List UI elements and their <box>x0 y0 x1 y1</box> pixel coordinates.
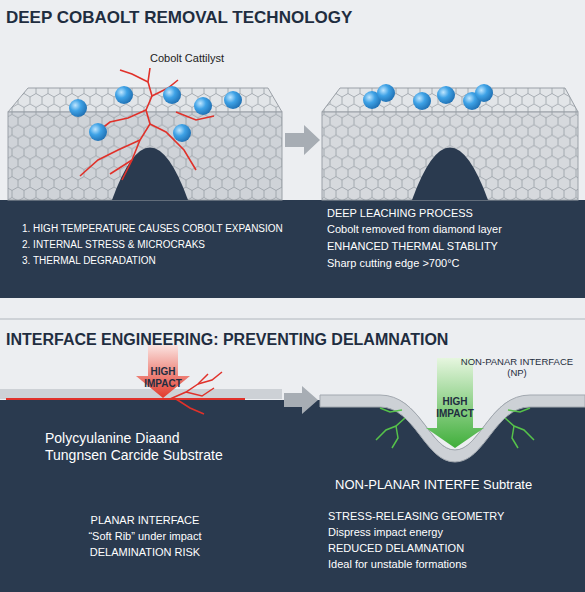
cobalt-sphere <box>475 84 493 102</box>
cobalt-sphere <box>194 97 212 115</box>
process-arrow <box>284 386 318 414</box>
planar-slab <box>0 389 282 399</box>
diamond-slab <box>8 112 282 200</box>
diamond-slab <box>8 112 282 200</box>
delamination-crack <box>176 399 204 414</box>
leached-slab <box>322 112 578 200</box>
list-item: 2. INTERNAL STRESS & MICROCRAKS <box>22 239 205 251</box>
callout-label: NON-PANAR INTERFACE (NP) <box>455 356 579 379</box>
cobalt-sphere <box>89 123 107 141</box>
body-text: Dispress impact energy <box>328 526 443 539</box>
body-text: “Soft Rib” under impact <box>55 530 235 543</box>
layer-label: NON-PLANAR INTERFE Subtrate <box>335 477 532 493</box>
callout-label: Cobolt Cattilyst <box>150 52 224 65</box>
impact-arrow <box>426 358 484 448</box>
diamond-slab <box>112 148 188 201</box>
heading-text: REDUCED DELAMNATION <box>328 542 464 555</box>
microcracks <box>150 124 196 170</box>
heading-text: DEEP LEACHING PROCESS <box>327 207 473 220</box>
separator <box>0 318 585 320</box>
cobalt-sphere <box>413 92 431 110</box>
arrow-label: HIGH IMPACT <box>430 396 480 420</box>
heading-text: ENHANCED THERMAL STABLITY <box>327 240 498 253</box>
planar-slab <box>0 389 282 399</box>
cobalt-sphere <box>69 86 242 142</box>
leached-slab <box>412 148 488 201</box>
delamination-crack <box>198 372 222 384</box>
dark-band <box>0 400 585 592</box>
process-arrow <box>285 125 320 155</box>
impact-arrow <box>136 345 190 398</box>
microcracks <box>110 160 132 174</box>
body-text: Ideal for unstable formations <box>328 558 467 571</box>
cobalt-sphere <box>224 91 242 109</box>
microcracks <box>80 68 214 180</box>
heading-text: STRESS-RELEASING GEOMETRY <box>328 510 504 523</box>
heading-text: DELAMINATION RISK <box>55 546 235 559</box>
cobalt-sphere <box>115 86 133 104</box>
separator <box>0 319 585 320</box>
body-text: Cobolt removed from diamond layer <box>327 223 502 236</box>
impact-arrow <box>426 358 484 448</box>
process-arrow <box>284 386 318 414</box>
stress-release-line <box>380 408 402 412</box>
stress-release-line <box>508 408 530 412</box>
impact-arrow <box>136 345 190 398</box>
stress-release-line <box>505 418 534 440</box>
layer-label: Polycyulanine Diaand Tungnsen Carcide Su… <box>45 430 245 464</box>
page-title: DEEP COBAOLT REMOVAL TECHNOLOGY <box>6 8 352 28</box>
microcracks <box>80 140 140 176</box>
cobalt-sphere <box>363 84 493 110</box>
stress-release-line <box>512 426 518 448</box>
dark-band <box>0 200 585 298</box>
diamond-slab <box>8 88 282 200</box>
heading-text: PLANAR INTERFACE <box>55 514 235 527</box>
cobalt-sphere <box>173 124 191 142</box>
cobalt-sphere <box>163 86 181 104</box>
diamond-slab <box>8 88 282 112</box>
dark-band <box>0 200 585 298</box>
leached-slab <box>322 112 578 200</box>
section-title: INTERFACE ENGINEERING: PREVENTING DELAMN… <box>6 330 448 349</box>
diamond-slab <box>8 88 282 112</box>
process-arrow <box>285 125 320 155</box>
planar-slab <box>6 398 245 400</box>
microcracks <box>120 70 148 82</box>
dark-band <box>0 380 585 592</box>
leached-slab <box>322 88 578 200</box>
cobalt-sphere <box>377 84 395 102</box>
cobalt-sphere <box>69 99 87 117</box>
stress-release-line <box>376 418 405 440</box>
list-item: 1. HIGH TEMPERATURE CAUSES COBOLT EXPANS… <box>22 223 283 235</box>
stress-release-line <box>392 426 398 448</box>
cobalt-sphere <box>437 86 455 104</box>
list-item: 3. THERMAL DEGRADATION <box>22 255 156 267</box>
delamination-crack <box>186 388 214 396</box>
arrow-label: HIGH IMPACT <box>138 366 188 390</box>
body-text: Sharp cutting edge >700°C <box>327 257 460 270</box>
